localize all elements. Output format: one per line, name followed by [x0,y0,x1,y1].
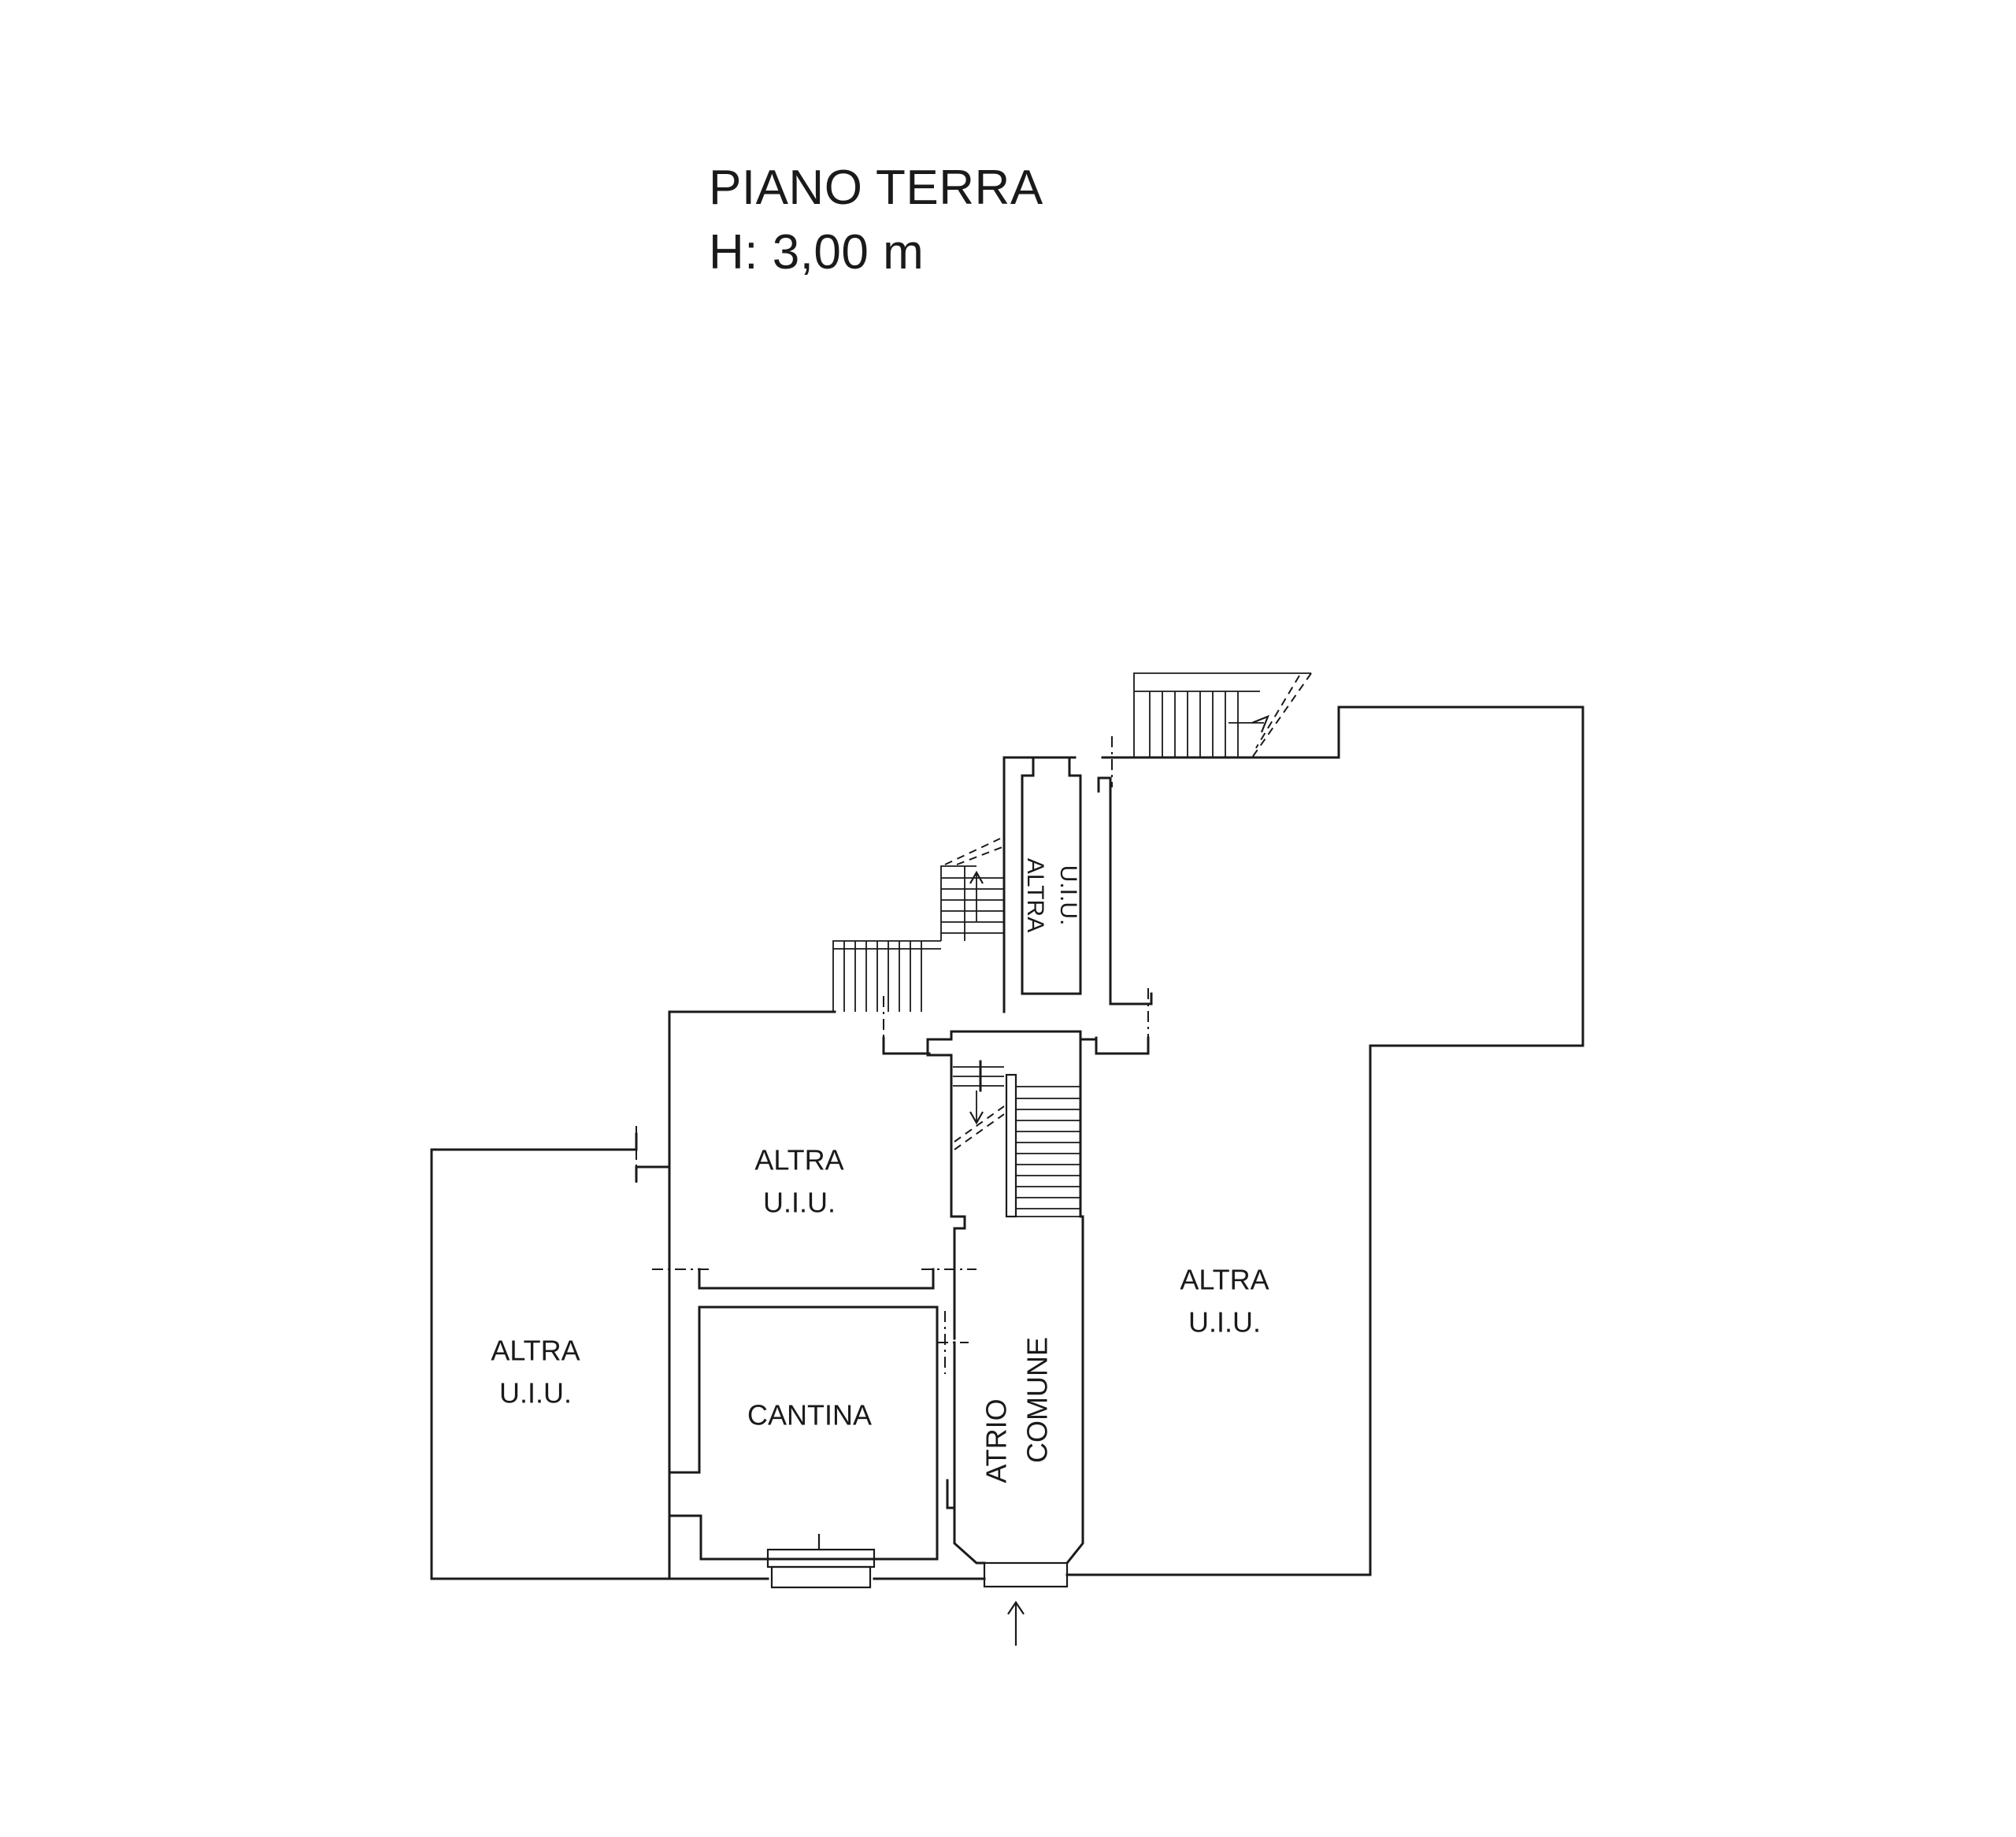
stair-interior-break [954,1106,1005,1143]
left-unit-label-2: U.I.U. [499,1377,572,1409]
atrio-entrance-step [983,1561,1069,1588]
top-unit-label-1: ALTRA [1022,858,1048,932]
stair-top-right-outline [1133,672,1311,757]
floor-title: PIANO TERRA [709,161,1043,215]
cantina-walls [668,1306,939,1561]
stair-interior-break-2 [954,1113,1005,1150]
outer-walls [430,706,1584,1580]
middle-unit-bottom-wall [698,1268,935,1290]
stair-left-lower-outline [832,940,941,1012]
left-unit-label-1: ALTRA [491,1335,580,1367]
right-unit-label-2: U.I.U. [1188,1306,1261,1339]
corridor-left-jamb [882,1036,931,1055]
stair-top-right-arrow-icon [1251,715,1269,733]
stair-left-upper-break [944,838,1001,865]
corridor-right-jamb [1095,1036,1150,1055]
atrio-label-2: COMUNE [1021,1337,1054,1463]
top-corridor-left-wall [1002,756,1077,1013]
room-labels: ALTRA U.I.U. ALTRA U.I.U. CANTINA ATRIO … [491,858,1269,1483]
atrio-top-wall [926,1030,1082,1041]
top-unit-left-jamb [1021,756,1035,777]
atrio-left-jamb [946,1479,956,1509]
stair-top-right-break [1251,672,1312,758]
interior-walls [635,756,1153,1580]
atrio-left-wall-lower [953,1341,986,1565]
stair-top-right-break-2 [1255,675,1300,749]
top-unit-label-2: U.I.U. [1055,865,1081,926]
arrows [1007,1601,1025,1646]
right-unit-inner-wall [1097,776,1153,1006]
atrio-left-wall-upper [926,1038,966,1340]
left-unit-outline [430,1148,671,1580]
right-unit-outline [1065,706,1584,1576]
right-unit-label-1: ALTRA [1180,1264,1269,1296]
cantina-label: CANTINA [747,1399,872,1431]
stair-left-upper-break-2 [956,846,1005,865]
top-unit-walls [1021,756,1082,995]
atrio-label-1: ATRIO [980,1398,1013,1483]
atrio-right-wall [1065,1038,1098,1565]
door-markers [636,736,1149,1374]
stair-interior-arrow-icon [969,1111,984,1125]
middle-unit-outline [668,1010,836,1167]
stair-newel [1005,1073,1017,1218]
middle-unit-label-1: ALTRA [754,1144,843,1176]
arrow-up-icon [1007,1601,1025,1615]
stair-left-arrow-icon [969,870,984,884]
divider-left-middle [635,1165,671,1580]
floor-height: H: 3,00 m [709,225,925,280]
openings [766,1534,1069,1589]
stairs [832,672,1312,1217]
middle-unit-label-2: U.I.U. [763,1187,836,1219]
cantina-left-wall [668,1306,701,1474]
cantina-window-sill [770,1565,872,1589]
